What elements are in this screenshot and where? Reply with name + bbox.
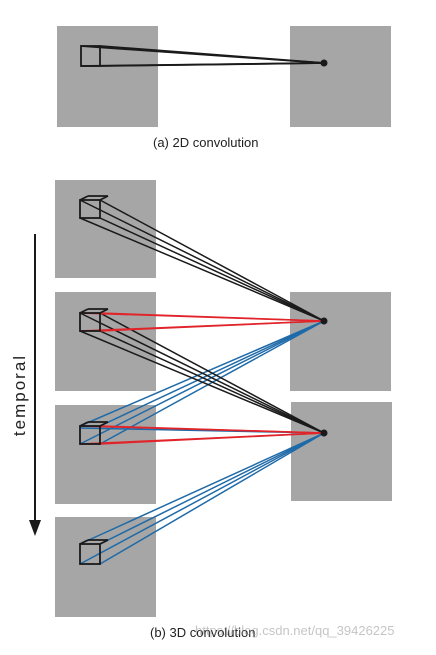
caption-3d-convolution: (b) 3D convolution (150, 625, 256, 640)
output-frame-2d (290, 26, 391, 127)
kernel-box-4 (79, 539, 109, 565)
output-frame-2 (291, 402, 392, 501)
kernel-box-1 (79, 195, 109, 219)
kernel-lines-red-lower (79, 425, 325, 445)
output-point-1 (320, 317, 328, 325)
output-point-2d (320, 59, 328, 67)
input-frame-4 (55, 517, 156, 617)
input-frame-3 (55, 405, 156, 504)
temporal-axis-label: temporal (10, 353, 29, 437)
kernel-box-2 (79, 308, 109, 332)
kernel-lines-black-upper (79, 199, 325, 322)
temporal-arrow (29, 234, 41, 536)
kernel-lines-red-upper (79, 312, 325, 332)
output-frame-1 (290, 292, 391, 391)
kernel-lines-blue-lower (79, 427, 325, 565)
output-point-2 (320, 429, 328, 437)
input-frame-2d (57, 26, 158, 127)
conv3d-panel (29, 180, 392, 617)
kernel-box-3 (79, 421, 109, 445)
watermark-text: https://blog.csdn.net/qq_39426225 (195, 623, 395, 638)
kernel-lines-black-lower (79, 312, 325, 434)
caption-2d-convolution: (a) 2D convolution (153, 135, 259, 150)
kernel-2d (80, 45, 325, 67)
conv2d-panel (57, 26, 391, 127)
